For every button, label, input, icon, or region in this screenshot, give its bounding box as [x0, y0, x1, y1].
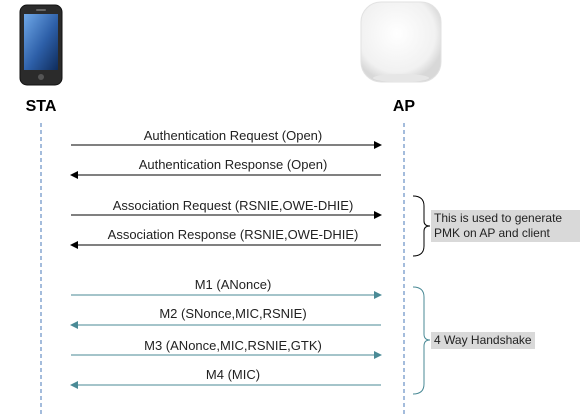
message-m1: M1 (ANonce) [71, 277, 382, 299]
message-label: Association Request (RSNIE,OWE-DHIE) [113, 198, 354, 213]
message-label: M1 (ANonce) [195, 277, 272, 292]
message-label: M4 (MIC) [206, 367, 260, 382]
sta-label: STA [26, 98, 57, 115]
message-label: Association Response (RSNIE,OWE-DHIE) [108, 227, 359, 242]
message-assoc-response: Association Response (RSNIE,OWE-DHIE) [70, 227, 381, 249]
message-label: Authentication Response (Open) [139, 157, 328, 172]
message-auth-response: Authentication Response (Open) [70, 157, 381, 179]
pmk-brace [412, 195, 431, 257]
ap-label: AP [393, 98, 416, 115]
smartphone-icon [19, 4, 63, 86]
message-label: Authentication Request (Open) [144, 128, 323, 143]
access-point-icon [360, 1, 442, 83]
message-m4: M4 (MIC) [70, 367, 381, 389]
message-label: M3 (ANonce,MIC,RSNIE,GTK) [144, 338, 322, 353]
message-m2: M2 (SNonce,MIC,RSNIE) [70, 306, 381, 329]
pmk-note: This is used to generate PMK on AP and c… [431, 210, 580, 242]
message-auth-request: Authentication Request (Open) [71, 128, 382, 149]
handshake-brace [412, 286, 431, 395]
message-m3: M3 (ANonce,MIC,RSNIE,GTK) [71, 338, 382, 359]
message-assoc-request: Association Request (RSNIE,OWE-DHIE) [71, 198, 382, 219]
message-label: M2 (SNonce,MIC,RSNIE) [159, 306, 306, 321]
four-way-handshake-note: 4 Way Handshake [431, 332, 535, 349]
